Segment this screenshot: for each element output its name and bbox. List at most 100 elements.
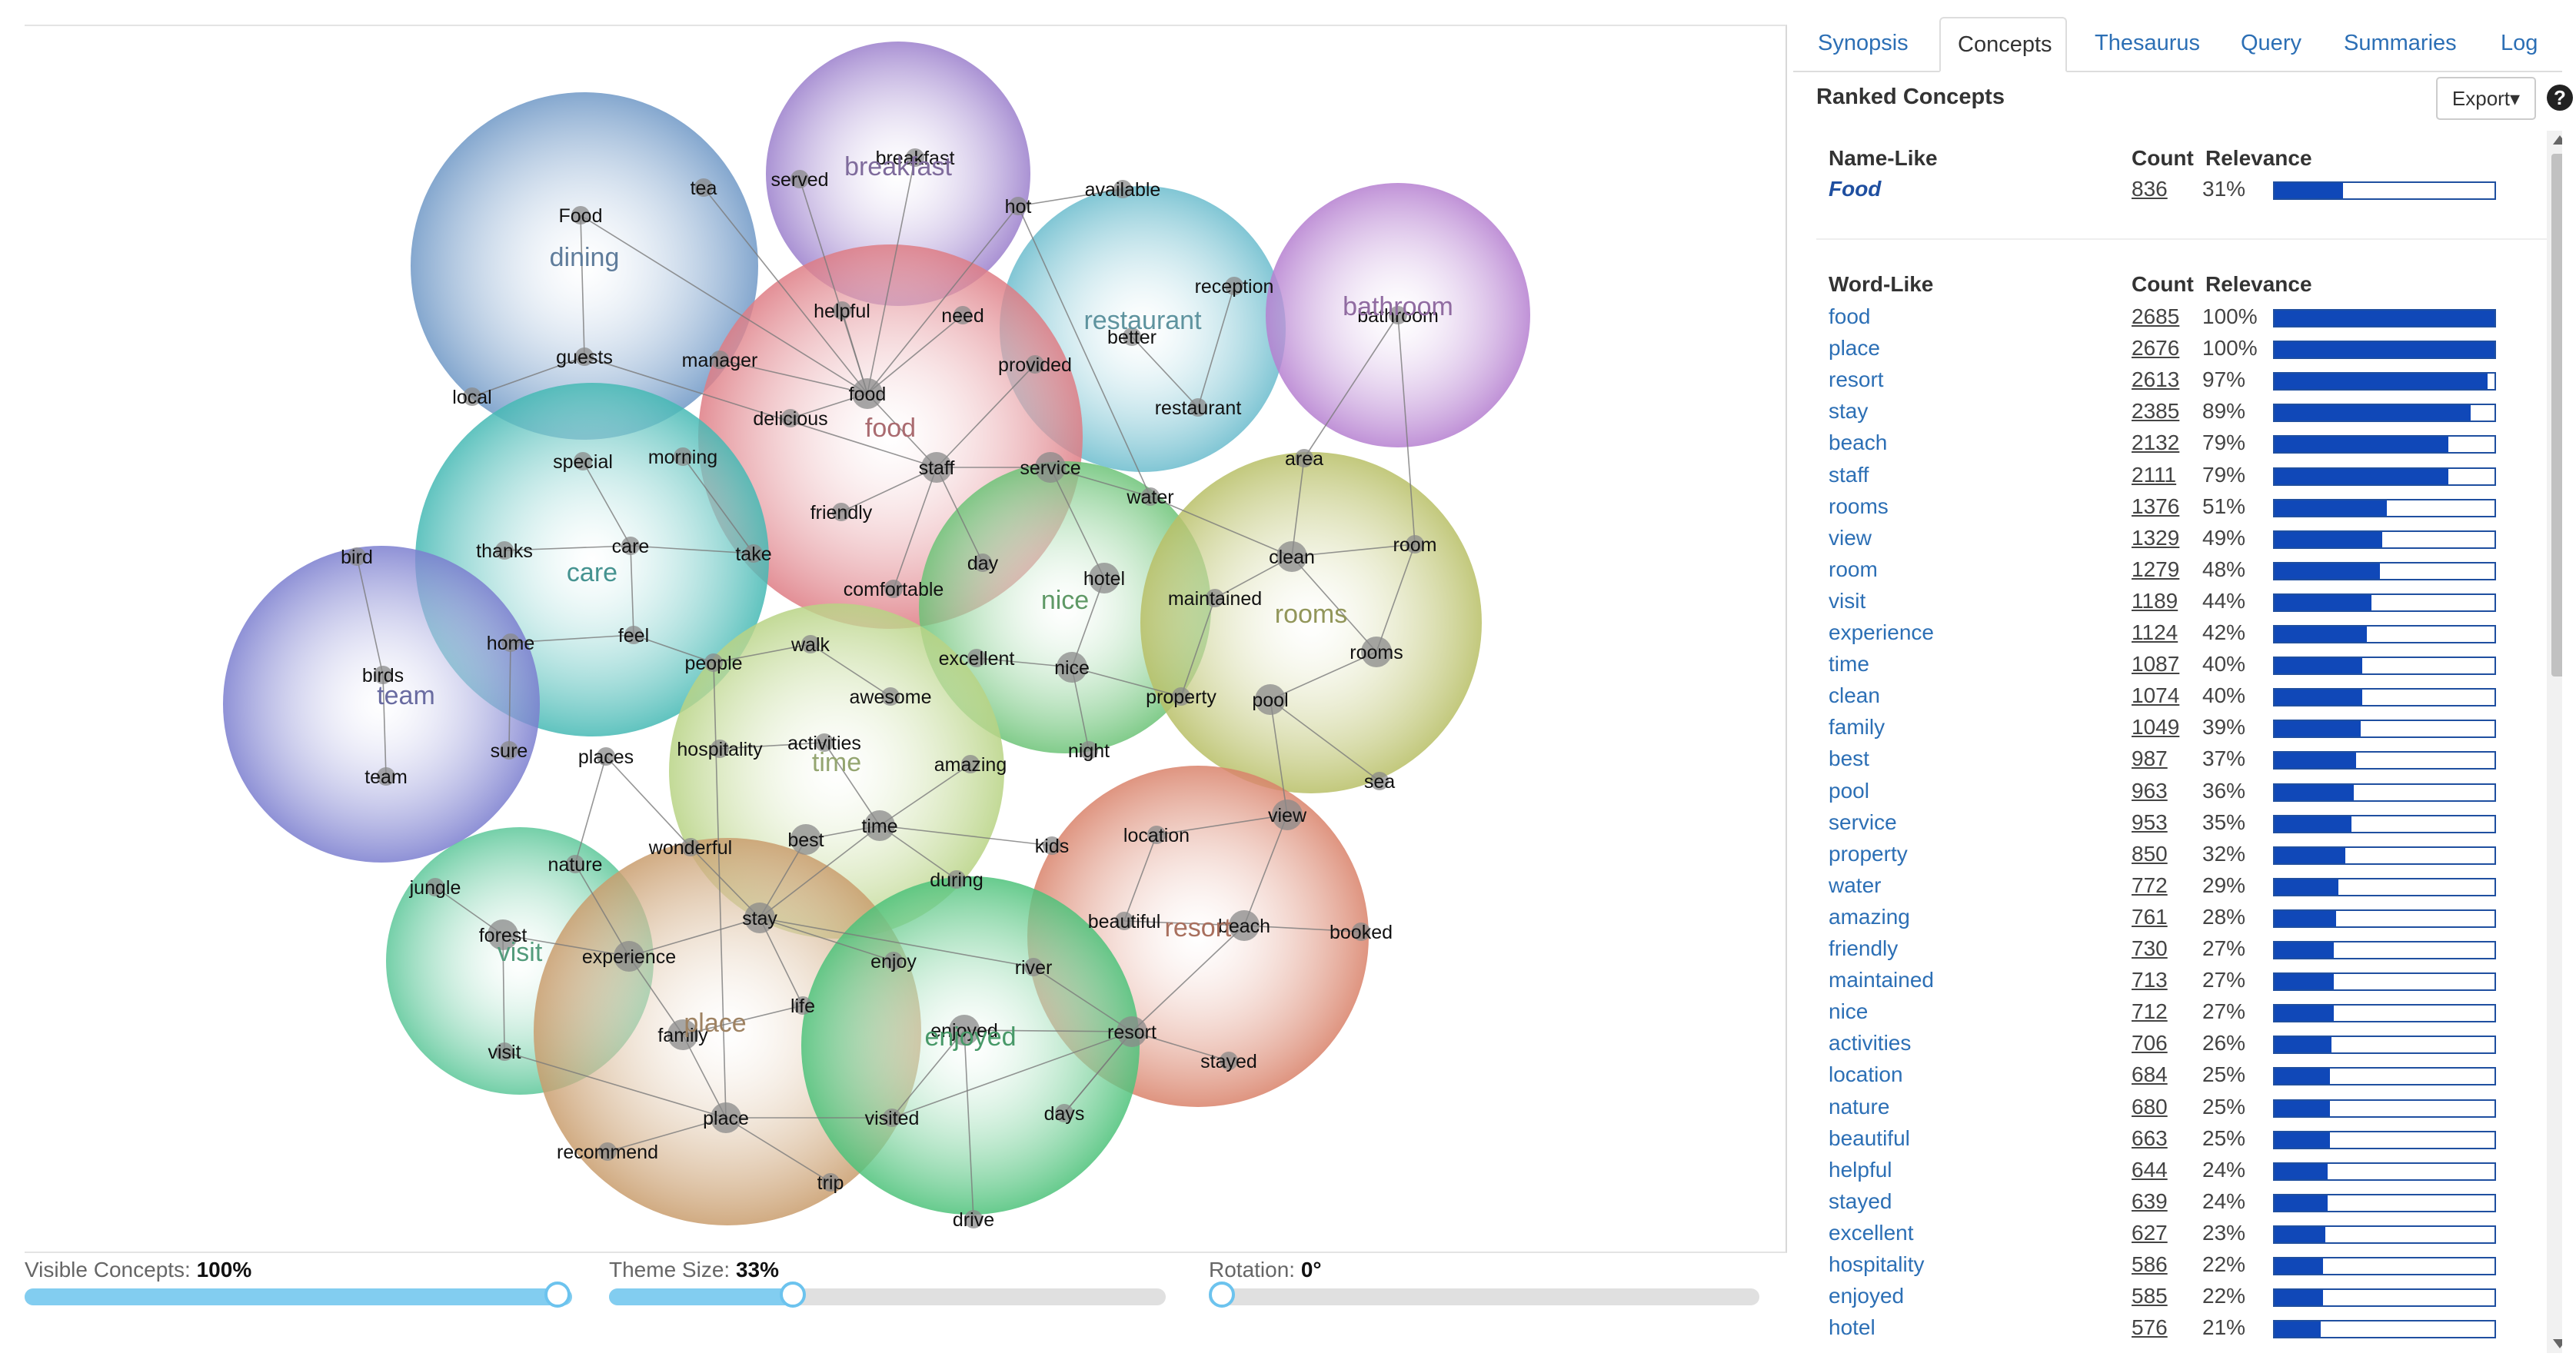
concept-label[interactable]: manager [682,350,758,371]
concept-term[interactable]: location [1829,1062,1903,1087]
concept-dot[interactable] [884,580,903,598]
concept-dot[interactable] [973,554,992,572]
concept-label[interactable]: friendly [810,502,873,524]
concept-label[interactable]: guests [556,347,613,368]
concept-label[interactable]: feel [618,625,649,647]
concept-count[interactable]: 1124 [2132,620,2178,644]
concept-count[interactable]: 1074 [2132,683,2180,708]
concept-dot[interactable] [1057,652,1087,683]
concept-label[interactable]: wonderful [648,837,732,859]
theme-label-rooms[interactable]: rooms [1275,600,1347,629]
concept-term[interactable]: stay [1829,399,1869,424]
concept-term[interactable]: Food [1829,177,1882,201]
concept-dot[interactable] [864,810,895,841]
concept-label[interactable]: property [1146,686,1216,708]
concept-term[interactable]: experience [1829,620,1934,644]
concept-term[interactable]: water [1829,873,1882,897]
concept-label[interactable]: home [487,633,535,654]
concept-dot[interactable] [1352,923,1370,941]
rotation-track[interactable] [1209,1282,1759,1308]
concept-label[interactable]: day [967,553,999,574]
concept-dot[interactable] [1055,1104,1073,1122]
concept-count[interactable]: 1279 [2132,557,2180,581]
concept-dot[interactable] [1043,836,1061,855]
concept-dot[interactable] [883,1109,901,1127]
concept-dot[interactable] [377,767,395,786]
concept-dot[interactable] [1113,180,1132,198]
concept-label[interactable]: tea [691,178,717,199]
concept-dot[interactable] [571,206,590,224]
concept-count[interactable]: 836 [2132,177,2168,201]
concept-dot[interactable] [624,626,643,644]
concept-label[interactable]: beach [1218,916,1270,937]
concept-label[interactable]: nice [1054,657,1090,679]
concept-label[interactable]: drive [953,1209,994,1231]
concept-dot[interactable] [954,306,972,324]
concept-label[interactable]: best [787,829,824,851]
scroll-down-icon[interactable] [2553,1339,2562,1348]
concept-label[interactable]: place [703,1108,749,1129]
concept-dot[interactable] [495,1042,514,1061]
visible-concepts-slider[interactable]: Visible Concepts: 100% [25,1258,572,1350]
concept-label[interactable]: breakfast [876,148,955,169]
concept-term[interactable]: amazing [1829,904,1910,929]
rotation-slider[interactable]: Rotation: 0° [1209,1258,1759,1350]
concept-label[interactable]: view [1268,805,1307,826]
concept-count[interactable]: 963 [2132,778,2168,803]
concept-label[interactable]: hotel [1083,568,1125,590]
concept-dot[interactable] [1276,541,1307,572]
concept-dot[interactable] [495,541,514,560]
concept-label[interactable]: activities [787,733,861,754]
tab-synopsis[interactable]: Synopsis [1818,31,1909,55]
concept-dot[interactable] [1024,958,1043,976]
theme-label-dining[interactable]: dining [550,243,620,272]
concept-dot[interactable] [852,378,883,409]
concept-term[interactable]: room [1829,557,1878,581]
concept-label[interactable]: recommend [557,1142,658,1163]
concept-count[interactable]: 1376 [2132,494,2180,518]
concept-dot[interactable] [1295,449,1313,467]
theme-circle-team[interactable] [223,546,540,863]
concept-label[interactable]: people [684,653,742,674]
concept-label[interactable]: sure [491,740,528,762]
tab-concepts[interactable]: Concepts [1939,17,2067,72]
concept-dot[interactable] [881,687,900,706]
concept-count[interactable]: 712 [2132,999,2168,1024]
theme-circle-nice[interactable] [919,461,1211,753]
concept-dot[interactable] [621,537,640,555]
concept-dot[interactable] [961,755,980,773]
concept-term[interactable]: maintained [1829,968,1934,992]
concept-label[interactable]: provided [998,354,1072,376]
concept-label[interactable]: experience [582,946,676,968]
concept-dot[interactable] [500,741,518,760]
concept-dot[interactable] [744,544,763,563]
concept-label[interactable]: restaurant [1155,397,1242,419]
concept-dot[interactable] [1172,687,1190,706]
concept-dot[interactable] [711,1102,741,1133]
concept-term[interactable]: family [1829,715,1885,740]
concept-label[interactable]: food [849,384,887,405]
theme-size-handle[interactable] [780,1282,806,1308]
concept-dot[interactable] [1035,452,1066,483]
concept-term[interactable]: resort [1829,367,1884,392]
rotation-handle[interactable] [1209,1282,1235,1308]
concept-label[interactable]: staff [919,457,955,479]
theme-label-resort[interactable]: resort [1165,913,1232,942]
concept-dot[interactable] [711,740,729,758]
concept-count[interactable]: 706 [2132,1031,2168,1055]
concept-label[interactable]: trip [817,1172,844,1194]
